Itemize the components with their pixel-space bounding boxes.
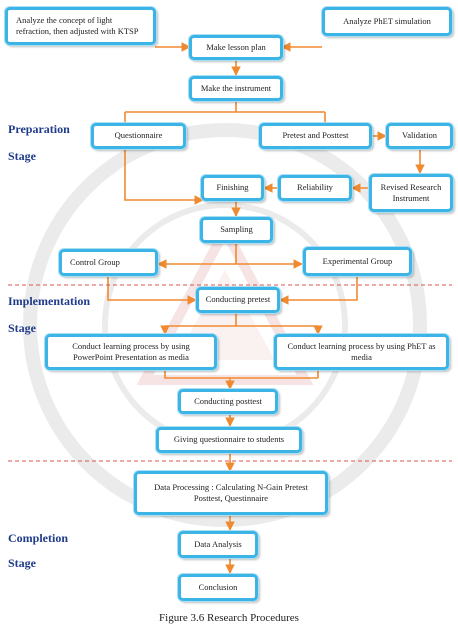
box-reliability: Reliability <box>278 175 352 201</box>
box-learning-powerpoint: Conduct learning process by using PowerP… <box>45 334 217 370</box>
box-make-instrument: Make the instrument <box>189 76 283 101</box>
stage-sub-completion: Stage <box>8 556 36 570</box>
box-questionnaire: Questionnaire <box>91 123 186 149</box>
stage-label-completion: Completion <box>8 531 68 545</box>
box-conclusion: Conclusion <box>178 574 258 601</box>
stage-sub-implementation: Stage <box>8 321 36 335</box>
box-sampling: Sampling <box>200 217 273 243</box>
stage-label-preparation: Preparation <box>8 122 70 136</box>
box-experimental-group: Experimental Group <box>303 247 412 276</box>
box-analyze-phet: Analyze PhET simulation <box>322 7 452 36</box>
box-control-group: Control Group <box>59 249 158 276</box>
box-make-lesson-plan: Make lesson plan <box>189 35 283 60</box>
box-validation: Validation <box>386 123 453 149</box>
box-learning-phet: Conduct learning process by using PhET a… <box>274 334 449 370</box>
box-pretest-posttest: Pretest and Posttest <box>259 123 372 149</box>
box-analyze-concept: Analyze the concept of light refraction,… <box>5 7 156 45</box>
box-data-processing: Data Processing : Calculating N-Gain Pre… <box>134 471 328 515</box>
box-finishing: Finishing <box>201 175 264 201</box>
stage-label-implementation: Implementation <box>8 294 90 308</box>
box-revised-instrument: Revised Research Instrument <box>369 174 453 212</box>
box-conducting-pretest: Conducting pretest <box>196 287 280 313</box>
figure-caption: Figure 3.6 Research Procedures <box>159 612 299 624</box>
box-conducting-posttest: Conducting posttest <box>178 389 278 414</box>
box-data-analysis: Data Analysis <box>178 531 258 558</box>
box-giving-questionnaire: Giving questionnaire to students <box>156 427 302 453</box>
stage-sub-preparation: Stage <box>8 149 36 163</box>
